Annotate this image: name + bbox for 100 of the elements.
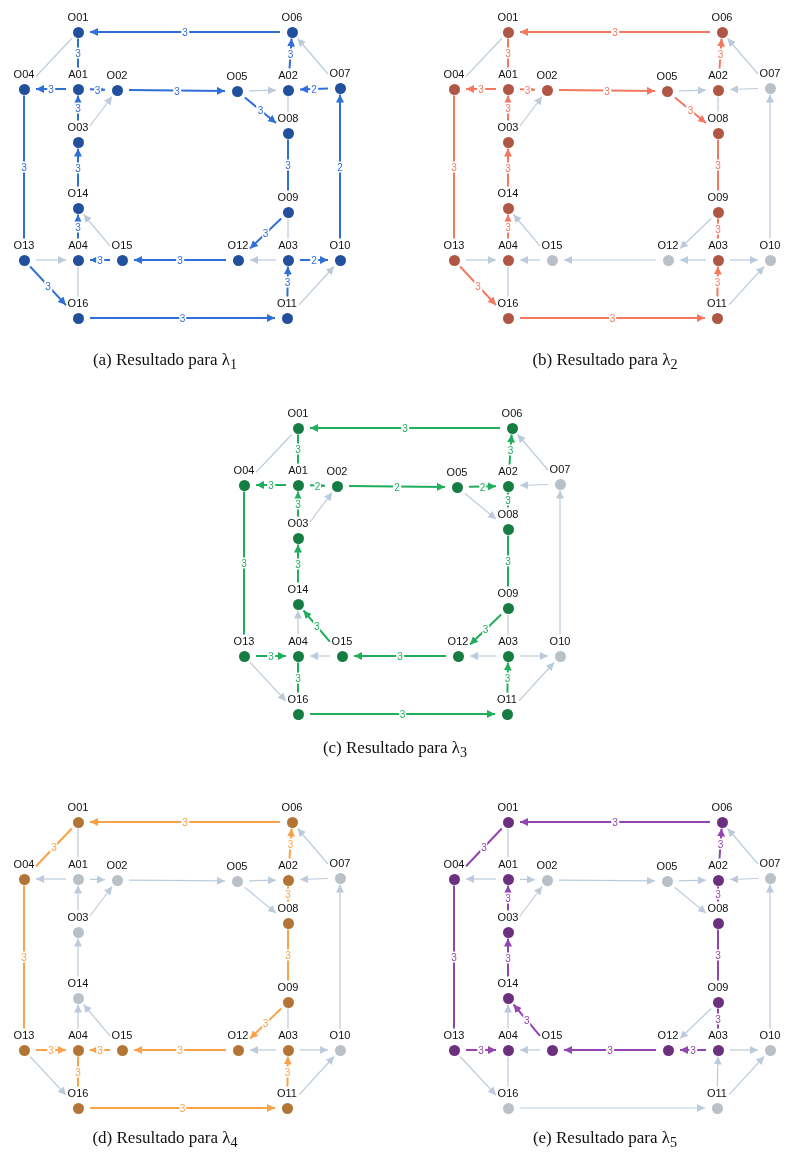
edge-label: 3 <box>267 479 275 491</box>
arrow <box>336 883 344 1030</box>
node-label: O14 <box>496 976 520 991</box>
node-label: O14 <box>286 582 310 597</box>
node-label: O11 <box>276 1086 298 1101</box>
node-label: O10 <box>548 634 572 649</box>
arrow <box>674 886 707 914</box>
node-label: O13 <box>442 1028 466 1043</box>
arrow <box>556 489 564 636</box>
panel-caption: (a) Resultado para λ$_{1}$ <box>92 350 238 374</box>
arrow <box>563 256 657 264</box>
arrow <box>89 28 281 36</box>
connector-line <box>465 827 503 868</box>
edge-label: 3 <box>504 952 512 963</box>
edge-label: 3 <box>506 444 515 455</box>
node-label: O06 <box>280 10 304 25</box>
node-label: O14 <box>66 186 90 201</box>
node-label: O08 <box>496 507 520 522</box>
node-label: A02 <box>277 858 299 873</box>
arrow <box>504 1003 512 1030</box>
arrow <box>465 1046 497 1054</box>
arrow <box>298 1055 335 1096</box>
node-label: O12 <box>656 238 680 253</box>
arrow <box>299 256 329 264</box>
node-label: O01 <box>496 800 520 815</box>
node-label: O07 <box>758 856 782 871</box>
edge-label: 3 <box>74 221 82 232</box>
node-label: O01 <box>66 800 90 815</box>
arrow <box>468 482 497 491</box>
arrow <box>728 1055 765 1096</box>
connector-line <box>287 217 289 240</box>
arrow <box>299 85 329 94</box>
node-label: A02 <box>277 68 299 83</box>
connector-line <box>465 37 503 77</box>
arrow <box>717 827 726 860</box>
arrow <box>249 217 283 250</box>
node-label: O14 <box>66 976 90 991</box>
node-label: O12 <box>226 1028 250 1043</box>
edge-label: 2 <box>336 161 344 172</box>
arrow <box>519 1104 706 1112</box>
node-label: O14 <box>496 186 520 201</box>
node-label: O09 <box>276 980 300 995</box>
edge-label: 3 <box>47 1044 55 1056</box>
arrow <box>519 314 706 322</box>
arrow <box>729 1046 759 1054</box>
edge-label: 3 <box>714 1013 722 1024</box>
arrow <box>465 256 497 264</box>
edge-label: 3 <box>176 1044 184 1056</box>
edge-label: 3 <box>450 951 458 963</box>
node-label: A04 <box>67 1028 89 1043</box>
arrow <box>249 661 287 702</box>
node-label: O11 <box>496 692 518 707</box>
edge-label: 3 <box>401 422 409 434</box>
arrow <box>89 1104 276 1112</box>
edge-label: 3 <box>312 620 321 632</box>
arrow <box>248 86 277 95</box>
node-label: A04 <box>497 1028 519 1043</box>
connector-line <box>507 265 509 298</box>
edge-label: 3 <box>284 888 292 900</box>
edge-label: 3 <box>713 276 722 287</box>
node-label: O15 <box>110 238 134 253</box>
edge-label: 3 <box>504 47 512 59</box>
node-label: O05 <box>655 69 679 84</box>
node-label: O12 <box>446 634 470 649</box>
node-label: O13 <box>442 238 466 253</box>
arrow <box>504 884 512 912</box>
arrow <box>29 1055 67 1096</box>
connector-line <box>77 265 79 298</box>
arrow <box>35 1046 67 1054</box>
arrow <box>507 433 516 466</box>
node-label: O10 <box>328 238 352 253</box>
node-label: O04 <box>232 463 256 478</box>
edge-label: 3 <box>284 159 292 171</box>
arrow <box>519 1046 541 1054</box>
arrow <box>673 96 707 125</box>
node-label: O02 <box>105 858 129 873</box>
edge-label: 3 <box>714 159 722 171</box>
edge-label: 3 <box>261 228 270 239</box>
node-label: O12 <box>226 238 250 253</box>
arrow <box>283 1055 292 1088</box>
node-label: A03 <box>497 634 519 649</box>
arrow <box>82 1003 111 1037</box>
arrow <box>89 818 281 826</box>
node-label: A03 <box>707 238 729 253</box>
arrow <box>504 94 512 122</box>
edge-label: 3 <box>611 816 619 828</box>
arrow <box>255 481 287 489</box>
connector-line <box>23 884 25 1030</box>
arrow <box>519 256 541 264</box>
connector-line <box>507 613 509 636</box>
arrow <box>679 256 707 264</box>
connector-line <box>507 1055 509 1088</box>
edge-label: 3 <box>283 1066 292 1077</box>
panel-caption: (c) Resultado para λ$_{3}$ <box>322 738 468 762</box>
node-label: A01 <box>67 67 89 82</box>
edge-label: 3 <box>286 48 295 59</box>
arrow <box>297 827 329 865</box>
node-label: A02 <box>707 858 729 873</box>
node-label: O04 <box>12 857 36 872</box>
arrow <box>133 256 227 264</box>
